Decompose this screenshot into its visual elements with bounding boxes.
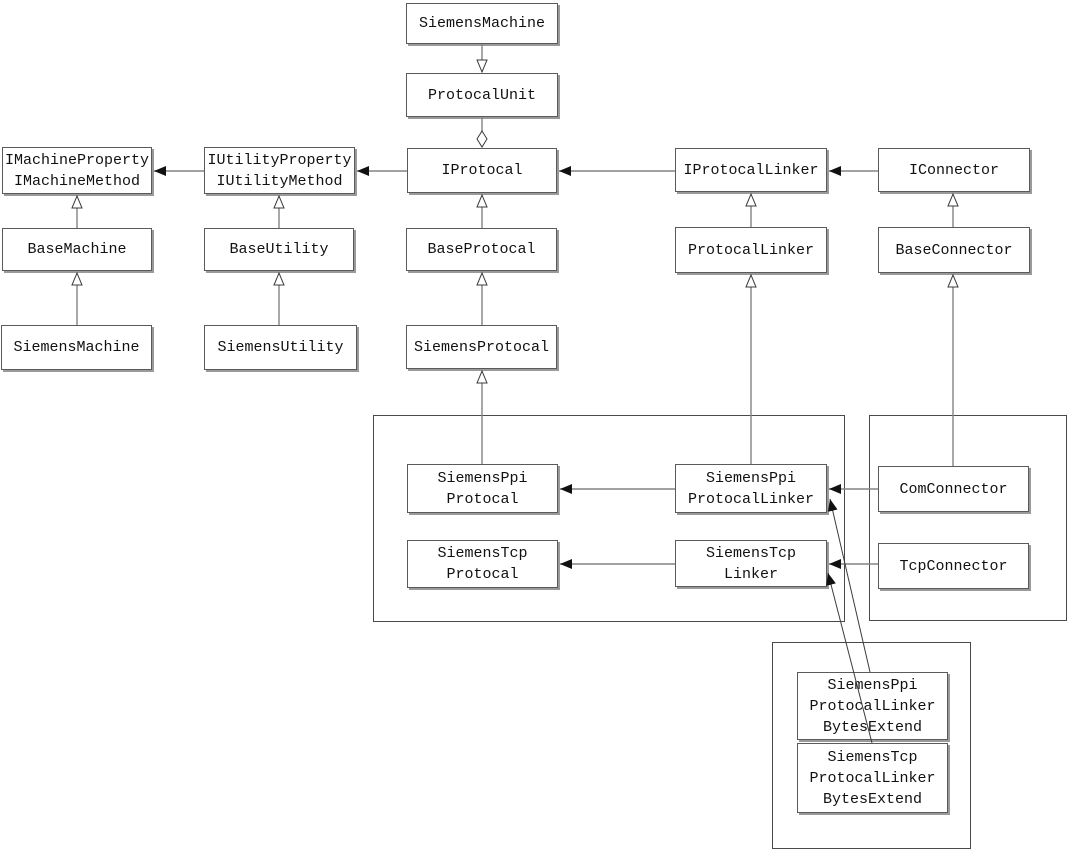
- protocal-implementations-group: [373, 415, 845, 622]
- class-base-connector: BaseConnector: [878, 227, 1030, 273]
- class-i-utility-property: IUtilityProperty IUtilityMethod: [204, 147, 355, 194]
- class-tcp-connector: TcpConnector: [878, 543, 1029, 589]
- connector-implementations-group: [869, 415, 1067, 621]
- class-siemens-tcp-linker: SiemensTcp Linker: [675, 540, 827, 587]
- class-siemens-ppi-protocal: SiemensPpi Protocal: [407, 464, 558, 513]
- class-i-protocal-linker: IProtocalLinker: [675, 148, 827, 192]
- class-i-connector: IConnector: [878, 148, 1030, 192]
- class-siemens-utility: SiemensUtility: [204, 325, 357, 370]
- class-siemens-machine-left: SiemensMachine: [1, 325, 152, 370]
- class-siemens-machine-top: SiemensMachine: [406, 3, 558, 44]
- class-protocal-linker: ProtocalLinker: [675, 227, 827, 273]
- class-siemens-ppi-protocal-linker-bytes-extend: SiemensPpi ProtocalLinker BytesExtend: [797, 672, 948, 740]
- class-siemens-ppi-protocal-linker: SiemensPpi ProtocalLinker: [675, 464, 827, 513]
- class-i-machine-property: IMachineProperty IMachineMethod: [2, 147, 152, 194]
- class-protocal-unit: ProtocalUnit: [406, 73, 558, 117]
- class-base-utility: BaseUtility: [204, 228, 354, 271]
- class-com-connector: ComConnector: [878, 466, 1029, 512]
- class-siemens-protocal: SiemensProtocal: [406, 325, 557, 369]
- class-i-protocal: IProtocal: [407, 148, 557, 193]
- class-base-machine: BaseMachine: [2, 228, 152, 271]
- class-base-protocal: BaseProtocal: [406, 228, 557, 271]
- class-siemens-tcp-protocal-linker-bytes-extend: SiemensTcp ProtocalLinker BytesExtend: [797, 743, 948, 813]
- class-siemens-tcp-protocal: SiemensTcp Protocal: [407, 540, 558, 588]
